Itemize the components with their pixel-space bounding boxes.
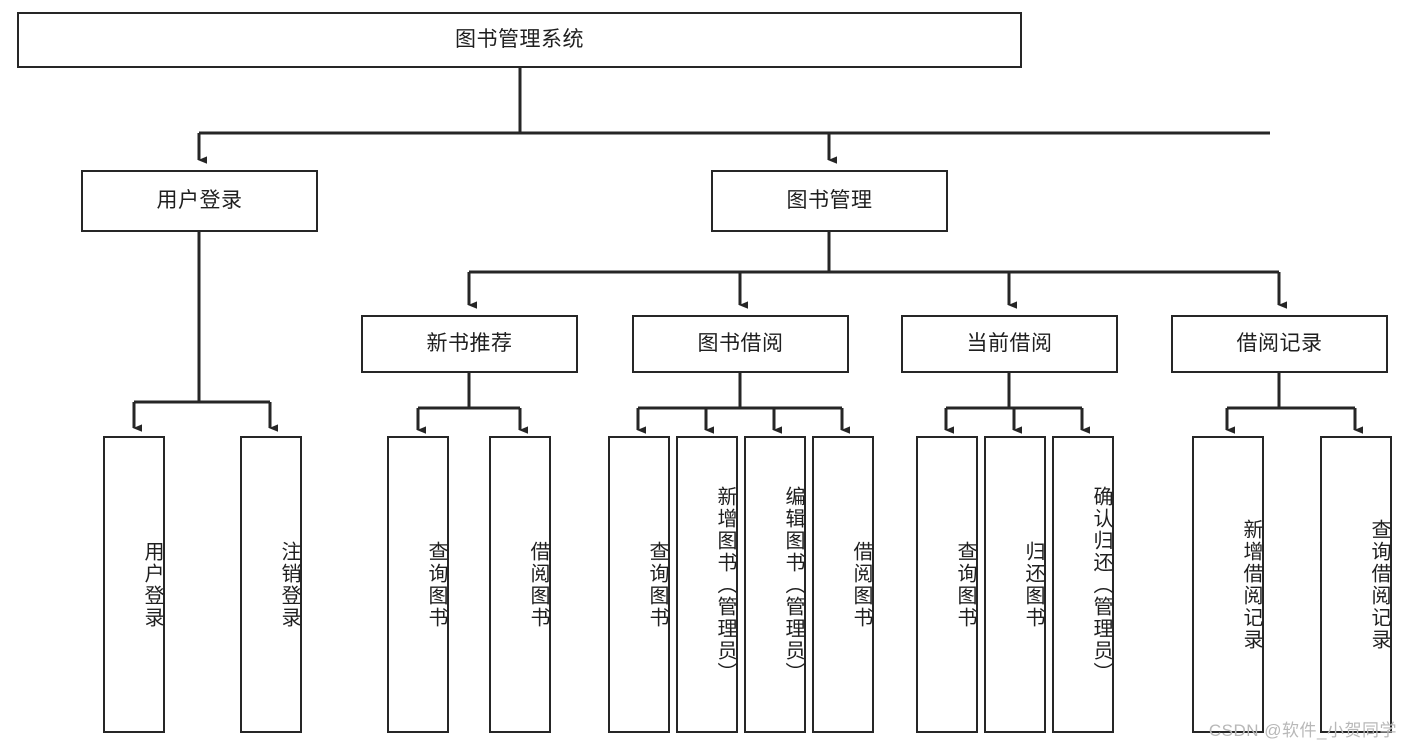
- node-new-book-rec[interactable]: 新书推荐: [361, 315, 578, 373]
- node-leaf-edit-book[interactable]: 编辑图书（管理员）: [744, 436, 806, 733]
- node-leaf-borrow-book-2[interactable]: 借阅图书: [812, 436, 874, 733]
- node-user-login[interactable]: 用户登录: [81, 170, 318, 232]
- node-book-manage[interactable]: 图书管理: [711, 170, 948, 232]
- node-leaf-query-book-1-label: 查询图书: [425, 540, 447, 629]
- node-leaf-add-book-label: 新增图书（管理员）: [714, 485, 736, 684]
- node-leaf-confirm-return-label: 确认归还（管理员）: [1090, 485, 1112, 684]
- node-leaf-add-book[interactable]: 新增图书（管理员）: [676, 436, 738, 733]
- node-leaf-borrow-book-2-label: 借阅图书: [850, 540, 872, 629]
- node-leaf-add-record-label: 新增借阅记录: [1240, 518, 1262, 651]
- node-current-borrow[interactable]: 当前借阅: [901, 315, 1118, 373]
- node-leaf-user-logout[interactable]: 注销登录: [240, 436, 302, 733]
- node-leaf-return-book[interactable]: 归还图书: [984, 436, 1046, 733]
- node-leaf-query-book-2[interactable]: 查询图书: [608, 436, 670, 733]
- node-leaf-borrow-book-1[interactable]: 借阅图书: [489, 436, 551, 733]
- node-leaf-user-login-label: 用户登录: [141, 540, 163, 629]
- node-leaf-user-logout-label: 注销登录: [278, 540, 300, 629]
- node-leaf-query-book-1[interactable]: 查询图书: [387, 436, 449, 733]
- node-root[interactable]: 图书管理系统: [17, 12, 1022, 68]
- node-new-book-rec-label: 新书推荐: [426, 332, 513, 356]
- node-user-login-label: 用户登录: [156, 189, 243, 213]
- node-leaf-query-book-2-label: 查询图书: [646, 540, 668, 629]
- node-book-borrow-label: 图书借阅: [697, 332, 784, 356]
- node-book-manage-label: 图书管理: [786, 189, 873, 213]
- node-leaf-confirm-return[interactable]: 确认归还（管理员）: [1052, 436, 1114, 733]
- node-leaf-query-book-3[interactable]: 查询图书: [916, 436, 978, 733]
- node-leaf-add-record[interactable]: 新增借阅记录: [1192, 436, 1264, 733]
- node-leaf-borrow-book-1-label: 借阅图书: [527, 540, 549, 629]
- node-leaf-query-record-label: 查询借阅记录: [1368, 518, 1390, 651]
- node-leaf-return-book-label: 归还图书: [1022, 540, 1044, 629]
- node-borrow-record[interactable]: 借阅记录: [1171, 315, 1388, 373]
- node-leaf-user-login[interactable]: 用户登录: [103, 436, 165, 733]
- node-borrow-record-label: 借阅记录: [1236, 332, 1323, 356]
- node-leaf-edit-book-label: 编辑图书（管理员）: [782, 485, 804, 684]
- node-current-borrow-label: 当前借阅: [966, 332, 1053, 356]
- node-root-label: 图书管理系统: [455, 28, 584, 52]
- node-leaf-query-book-3-label: 查询图书: [954, 540, 976, 629]
- node-book-borrow[interactable]: 图书借阅: [632, 315, 849, 373]
- node-leaf-query-record[interactable]: 查询借阅记录: [1320, 436, 1392, 733]
